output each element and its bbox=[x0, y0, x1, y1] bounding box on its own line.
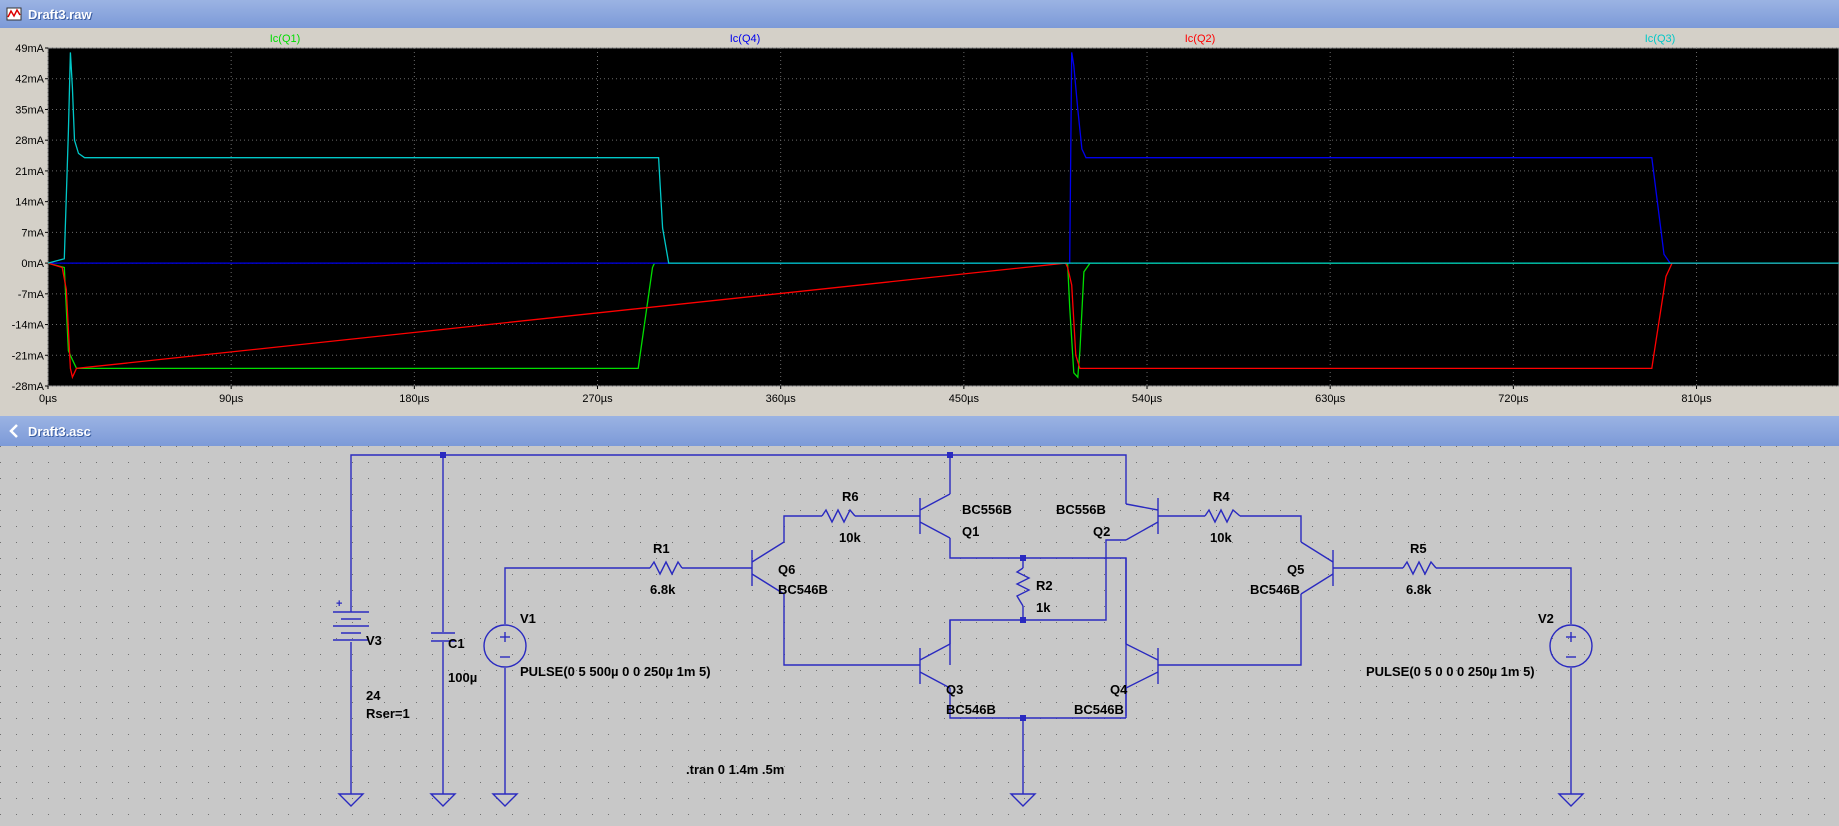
q3-model-label: BC546B bbox=[946, 702, 996, 717]
v1-name-label: V1 bbox=[520, 611, 536, 626]
legend-label[interactable]: Ic(Q4) bbox=[730, 33, 761, 45]
v3-name-label: V3 bbox=[366, 633, 382, 648]
y-tick-label: 28mA bbox=[15, 135, 44, 147]
v3-rser-label: Rser=1 bbox=[366, 706, 410, 721]
waveform-panel[interactable]: 49mA 42mA 35mA 28mA 21mA 14mA 7mA 0mA -7mA -14mA -… bbox=[0, 28, 1839, 414]
legend-label[interactable]: Ic(Q2) bbox=[1185, 33, 1216, 45]
battery-v3[interactable]: + bbox=[333, 598, 369, 641]
capacitor-c1[interactable] bbox=[431, 632, 455, 642]
y-tick-label: 0mA bbox=[21, 258, 44, 270]
trace-legend[interactable]: Ic(Q1) Ic(Q4) Ic(Q2) Ic(Q3) bbox=[270, 33, 1676, 45]
r5-value-label: 6.8k bbox=[1406, 582, 1432, 597]
schematic-panel[interactable]: + V3 24 Rser=1 C1 100µ V1 PULSE(0 5 500µ… bbox=[0, 446, 1839, 826]
x-tick-label: 180µs bbox=[399, 393, 430, 405]
x-tick-label: 630µs bbox=[1315, 393, 1346, 405]
q1-name-label: Q1 bbox=[962, 524, 979, 539]
q5-model-label: BC546B bbox=[1250, 582, 1300, 597]
spice-directive[interactable]: .tran 0 1.4m .5m bbox=[686, 762, 784, 777]
x-tick-label: 0µs bbox=[39, 393, 57, 405]
waveform-plot[interactable]: 49mA 42mA 35mA 28mA 21mA 14mA 7mA 0mA -7mA -14mA -… bbox=[0, 28, 1839, 414]
r4-name-label: R4 bbox=[1213, 489, 1230, 504]
plot-area[interactable] bbox=[47, 47, 1839, 387]
schematic-canvas[interactable]: + V3 24 Rser=1 C1 100µ V1 PULSE(0 5 500µ… bbox=[0, 446, 1839, 826]
r1-value-label: 6.8k bbox=[650, 582, 676, 597]
y-tick-label: -21mA bbox=[12, 350, 45, 362]
v2-value-label: PULSE(0 5 0 0 0 250µ 1m 5) bbox=[1366, 664, 1535, 679]
y-tick-label: -7mA bbox=[18, 289, 45, 301]
resistor-r4[interactable] bbox=[1204, 508, 1241, 524]
q2-name-label: Q2 bbox=[1093, 524, 1110, 539]
r5-name-label: R5 bbox=[1410, 541, 1427, 556]
y-tick-label: -28mA bbox=[12, 381, 45, 393]
q5-name-label: Q5 bbox=[1287, 562, 1304, 577]
wire-junctions bbox=[440, 452, 1026, 721]
y-tick-label: 21mA bbox=[15, 166, 44, 178]
y-tick-label: 7mA bbox=[21, 227, 44, 239]
c1-name-label: C1 bbox=[448, 636, 465, 651]
plot-traces bbox=[47, 52, 1839, 380]
y-tick-label: -14mA bbox=[12, 320, 45, 332]
q6-name-label: Q6 bbox=[778, 562, 795, 577]
resistor-r5[interactable] bbox=[1402, 560, 1437, 576]
y-axis-ticks: 49mA 42mA 35mA 28mA 21mA 14mA 7mA 0mA -7mA -14mA -… bbox=[12, 43, 48, 393]
ground-symbols bbox=[337, 793, 1585, 807]
waveform-window-title: Draft3.raw bbox=[28, 6, 92, 22]
y-tick-label: 14mA bbox=[15, 197, 44, 209]
y-tick-label: 49mA bbox=[15, 43, 44, 55]
voltage-source-v2[interactable] bbox=[1549, 624, 1593, 668]
q4-name-label: Q4 bbox=[1110, 682, 1128, 697]
r6-value-label: 10k bbox=[839, 530, 861, 545]
resistor-r2[interactable] bbox=[1015, 567, 1031, 607]
v2-name-label: V2 bbox=[1538, 611, 1554, 626]
legend-label[interactable]: Ic(Q3) bbox=[1645, 33, 1676, 45]
r4-value-label: 10k bbox=[1210, 530, 1232, 545]
x-tick-label: 90µs bbox=[219, 393, 244, 405]
schematic-window-title: Draft3.asc bbox=[28, 423, 91, 439]
x-axis-ticks: 0µs 90µs 180µs 270µs 360µs 450µs 540µs 630µs 720… bbox=[39, 386, 1712, 405]
x-tick-label: 720µs bbox=[1498, 393, 1529, 405]
x-tick-label: 540µs bbox=[1132, 393, 1163, 405]
v1-value-label: PULSE(0 5 500µ 0 0 250µ 1m 5) bbox=[520, 664, 711, 679]
q1-model-label: BC556B bbox=[962, 502, 1012, 517]
y-tick-label: 42mA bbox=[15, 74, 44, 86]
r2-name-label: R2 bbox=[1036, 578, 1053, 593]
r6-name-label: R6 bbox=[842, 489, 859, 504]
y-tick-label: 35mA bbox=[15, 104, 44, 116]
x-tick-label: 810µs bbox=[1681, 393, 1712, 405]
waveform-window-titlebar[interactable]: Draft3.raw bbox=[0, 0, 1839, 28]
resistor-r6[interactable] bbox=[821, 508, 856, 524]
c1-value-label: 100µ bbox=[448, 670, 477, 685]
x-tick-label: 360µs bbox=[766, 393, 797, 405]
battery-plus-sign: + bbox=[336, 598, 342, 610]
q4-model-label: BC546B bbox=[1074, 702, 1124, 717]
legend-label[interactable]: Ic(Q1) bbox=[270, 33, 301, 45]
r1-name-label: R1 bbox=[653, 541, 670, 556]
q6-model-label: BC546B bbox=[778, 582, 828, 597]
q2-model-label: BC556B bbox=[1056, 502, 1106, 517]
schematic-window-titlebar[interactable]: Draft3.asc bbox=[0, 416, 1839, 446]
schematic-wires[interactable] bbox=[350, 454, 1572, 794]
x-tick-label: 450µs bbox=[949, 393, 980, 405]
resistor-r1[interactable] bbox=[649, 560, 683, 576]
x-tick-label: 270µs bbox=[582, 393, 613, 405]
trace-icq3 bbox=[47, 52, 1839, 264]
q3-name-label: Q3 bbox=[946, 682, 963, 697]
schematic-icon bbox=[9, 424, 18, 438]
waveform-icon bbox=[6, 7, 22, 21]
r2-value-label: 1k bbox=[1036, 600, 1051, 615]
voltage-source-v1[interactable] bbox=[483, 624, 527, 668]
trace-icq2 bbox=[47, 262, 1839, 380]
v3-value-label: 24 bbox=[366, 688, 381, 703]
